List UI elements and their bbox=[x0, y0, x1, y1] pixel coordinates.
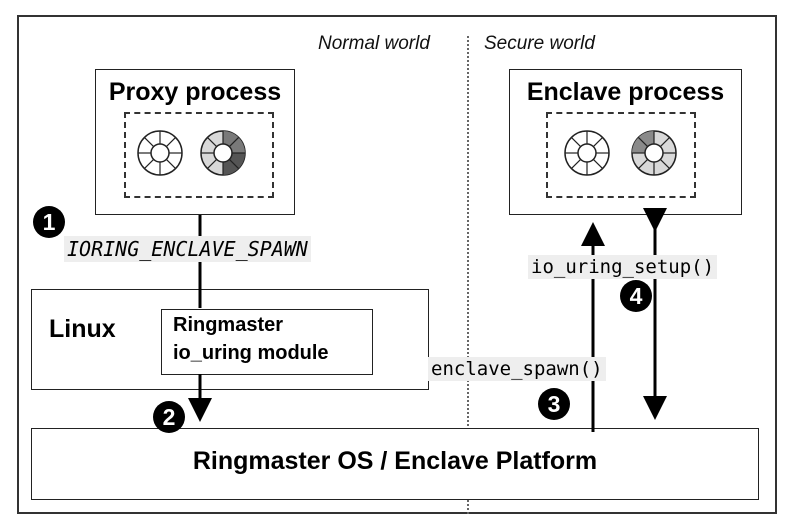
diagram-frame bbox=[17, 15, 777, 514]
secure-world-label: Secure world bbox=[484, 33, 595, 54]
proxy-process-box: Proxy process bbox=[95, 69, 295, 215]
enclave-process-title: Enclave process bbox=[526, 78, 725, 106]
world-divider bbox=[467, 36, 469, 514]
enclave-process-box: Enclave process bbox=[509, 69, 742, 215]
linux-box: Linux Ringmaster io_uring module bbox=[31, 289, 429, 390]
module-label-line1: Ringmaster bbox=[173, 314, 284, 336]
proxy-submission-ring-icon bbox=[137, 130, 183, 176]
enclave-completion-ring-icon bbox=[631, 130, 677, 176]
io-uring-setup-call-label: io_uring_setup() bbox=[528, 255, 718, 279]
spawn-flag-label: IORING_ENCLAVE_SPAWN bbox=[64, 236, 311, 262]
proxy-ring-container bbox=[124, 112, 274, 198]
enclave-submission-ring-icon bbox=[564, 130, 610, 176]
normal-world-label: Normal world bbox=[318, 33, 430, 54]
ringmaster-module-box: Ringmaster io_uring module bbox=[161, 309, 373, 375]
step-3-badge: 3 bbox=[538, 388, 570, 420]
step-4-badge: 4 bbox=[620, 280, 652, 312]
proxy-process-title: Proxy process bbox=[108, 78, 282, 106]
platform-title: Ringmaster OS / Enclave Platform bbox=[192, 447, 598, 475]
proxy-completion-ring-icon bbox=[200, 130, 246, 176]
step-1-badge: 1 bbox=[33, 206, 65, 238]
step-2-badge: 2 bbox=[153, 401, 185, 433]
module-label-line2: io_uring module bbox=[173, 342, 329, 364]
linux-title: Linux bbox=[49, 315, 116, 343]
enclave-ring-container bbox=[546, 112, 696, 198]
platform-box: Ringmaster OS / Enclave Platform bbox=[31, 428, 759, 500]
enclave-spawn-call-label: enclave_spawn() bbox=[428, 357, 606, 381]
